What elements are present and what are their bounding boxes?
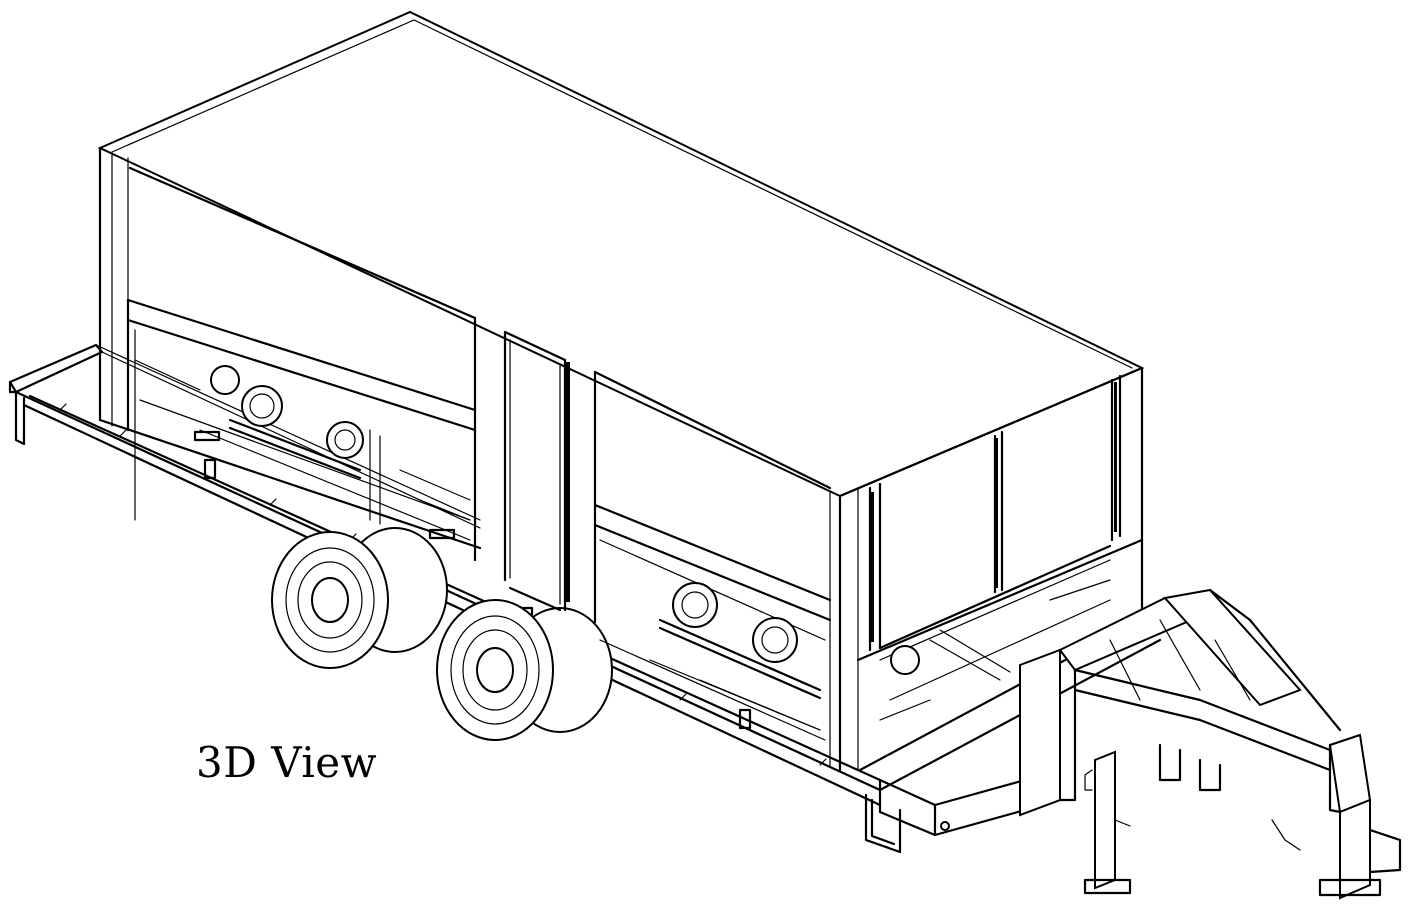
frame-accents	[566, 362, 1117, 642]
wheel-rear	[436, 599, 613, 741]
interior-end-bay	[879, 559, 1111, 721]
view-caption: 3D View	[196, 738, 378, 787]
interior-right-bay	[599, 539, 826, 741]
wheel-front	[271, 527, 448, 669]
gooseneck-hitch	[1019, 588, 1402, 900]
enclosure-box	[97, 10, 1145, 772]
interior-left-bay	[134, 329, 471, 541]
